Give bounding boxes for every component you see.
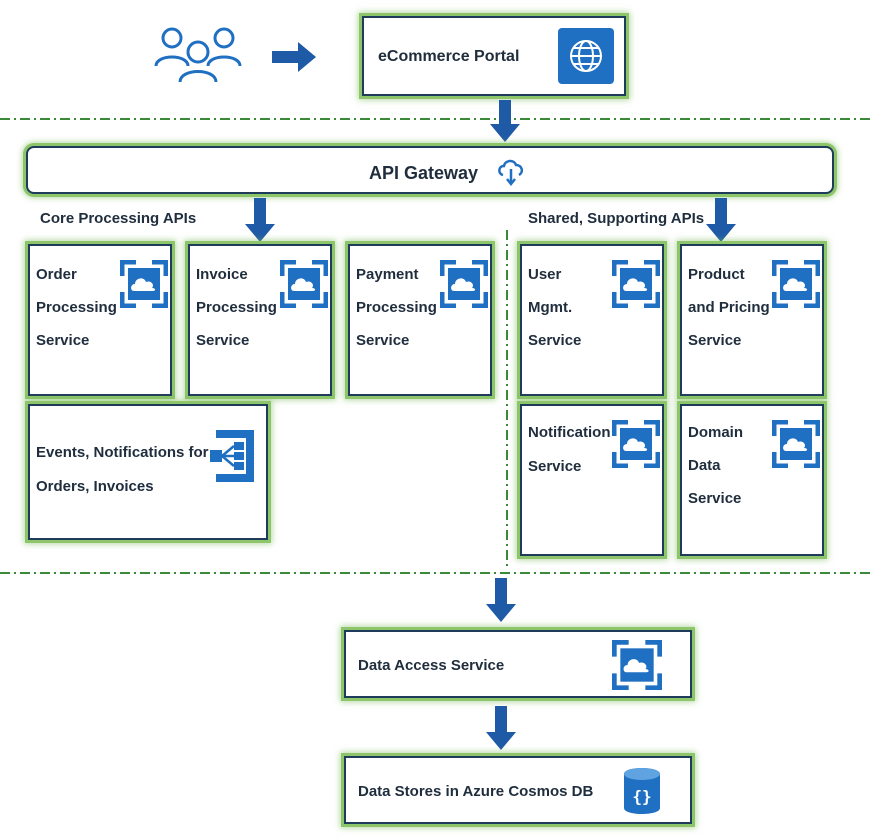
- product-pricing-service: Product and Pricing Service: [680, 244, 824, 396]
- svg-text:{}: {}: [632, 787, 651, 806]
- arrow-down-gateway: [490, 100, 520, 142]
- separator-vertical: [506, 230, 508, 570]
- cosmos-db-icon: {}: [624, 768, 660, 814]
- api-gateway-label: API Gateway: [369, 163, 479, 183]
- events-notifications-label: Events, Notifications for Orders, Invoic…: [36, 444, 209, 495]
- notification-label: Notification Service: [528, 424, 611, 475]
- arrow-down-shared: [706, 198, 736, 242]
- api-gateway-bar: API Gateway: [26, 146, 834, 194]
- arrow-down-data-stores: [486, 706, 516, 750]
- order-processing-label: Order Processing Service: [36, 266, 117, 349]
- event-hub-icon: [210, 430, 254, 482]
- invoice-processing-label: Invoice Processing Service: [196, 266, 277, 349]
- invoice-processing-service: Invoice Processing Service: [188, 244, 332, 396]
- data-stores-box: Data Stores in Azure Cosmos DB {}: [344, 756, 692, 824]
- cloud-service-icon: [612, 640, 662, 690]
- ecommerce-portal-label: eCommerce Portal: [378, 48, 520, 65]
- data-stores-label: Data Stores in Azure Cosmos DB: [358, 783, 594, 800]
- ecommerce-portal-box: eCommerce Portal: [362, 16, 626, 96]
- domain-data-label: Domain Data Service: [688, 424, 744, 507]
- user-mgmt-service: User Mgmt. Service: [520, 244, 664, 396]
- shared-supporting-label: Shared, Supporting APIs: [528, 210, 705, 227]
- arrow-right: [272, 42, 316, 72]
- payment-processing-service: Payment Processing Service: [348, 244, 492, 396]
- data-access-service: Data Access Service: [344, 630, 692, 698]
- api-gateway-icon: [498, 159, 524, 187]
- notification-service: Notification Service: [520, 404, 664, 556]
- cloud-service-icon: [612, 420, 660, 468]
- domain-data-service: Domain Data Service: [680, 404, 824, 556]
- separator-top: [0, 118, 872, 120]
- cloud-service-icon: [280, 260, 328, 308]
- payment-processing-label: Payment Processing Service: [356, 266, 437, 349]
- product-pricing-label: Product and Pricing Service: [688, 266, 770, 349]
- user-mgmt-label: User Mgmt. Service: [528, 266, 582, 349]
- separator-bottom: [0, 572, 872, 574]
- core-processing-label: Core Processing APIs: [40, 210, 197, 227]
- events-notifications-box: Events, Notifications for Orders, Invoic…: [28, 404, 268, 540]
- cloud-service-icon: [440, 260, 488, 308]
- users-icon: [154, 27, 242, 83]
- arrow-down-core: [245, 198, 275, 242]
- globe-icon: [558, 28, 614, 84]
- data-access-label: Data Access Service: [358, 657, 505, 674]
- arrow-down-data-access: [486, 578, 516, 622]
- cloud-service-icon: [612, 260, 660, 308]
- cloud-service-icon: [772, 420, 820, 468]
- order-processing-service: Order Processing Service: [28, 244, 172, 396]
- cloud-service-icon: [120, 260, 168, 308]
- cloud-service-icon: [772, 260, 820, 308]
